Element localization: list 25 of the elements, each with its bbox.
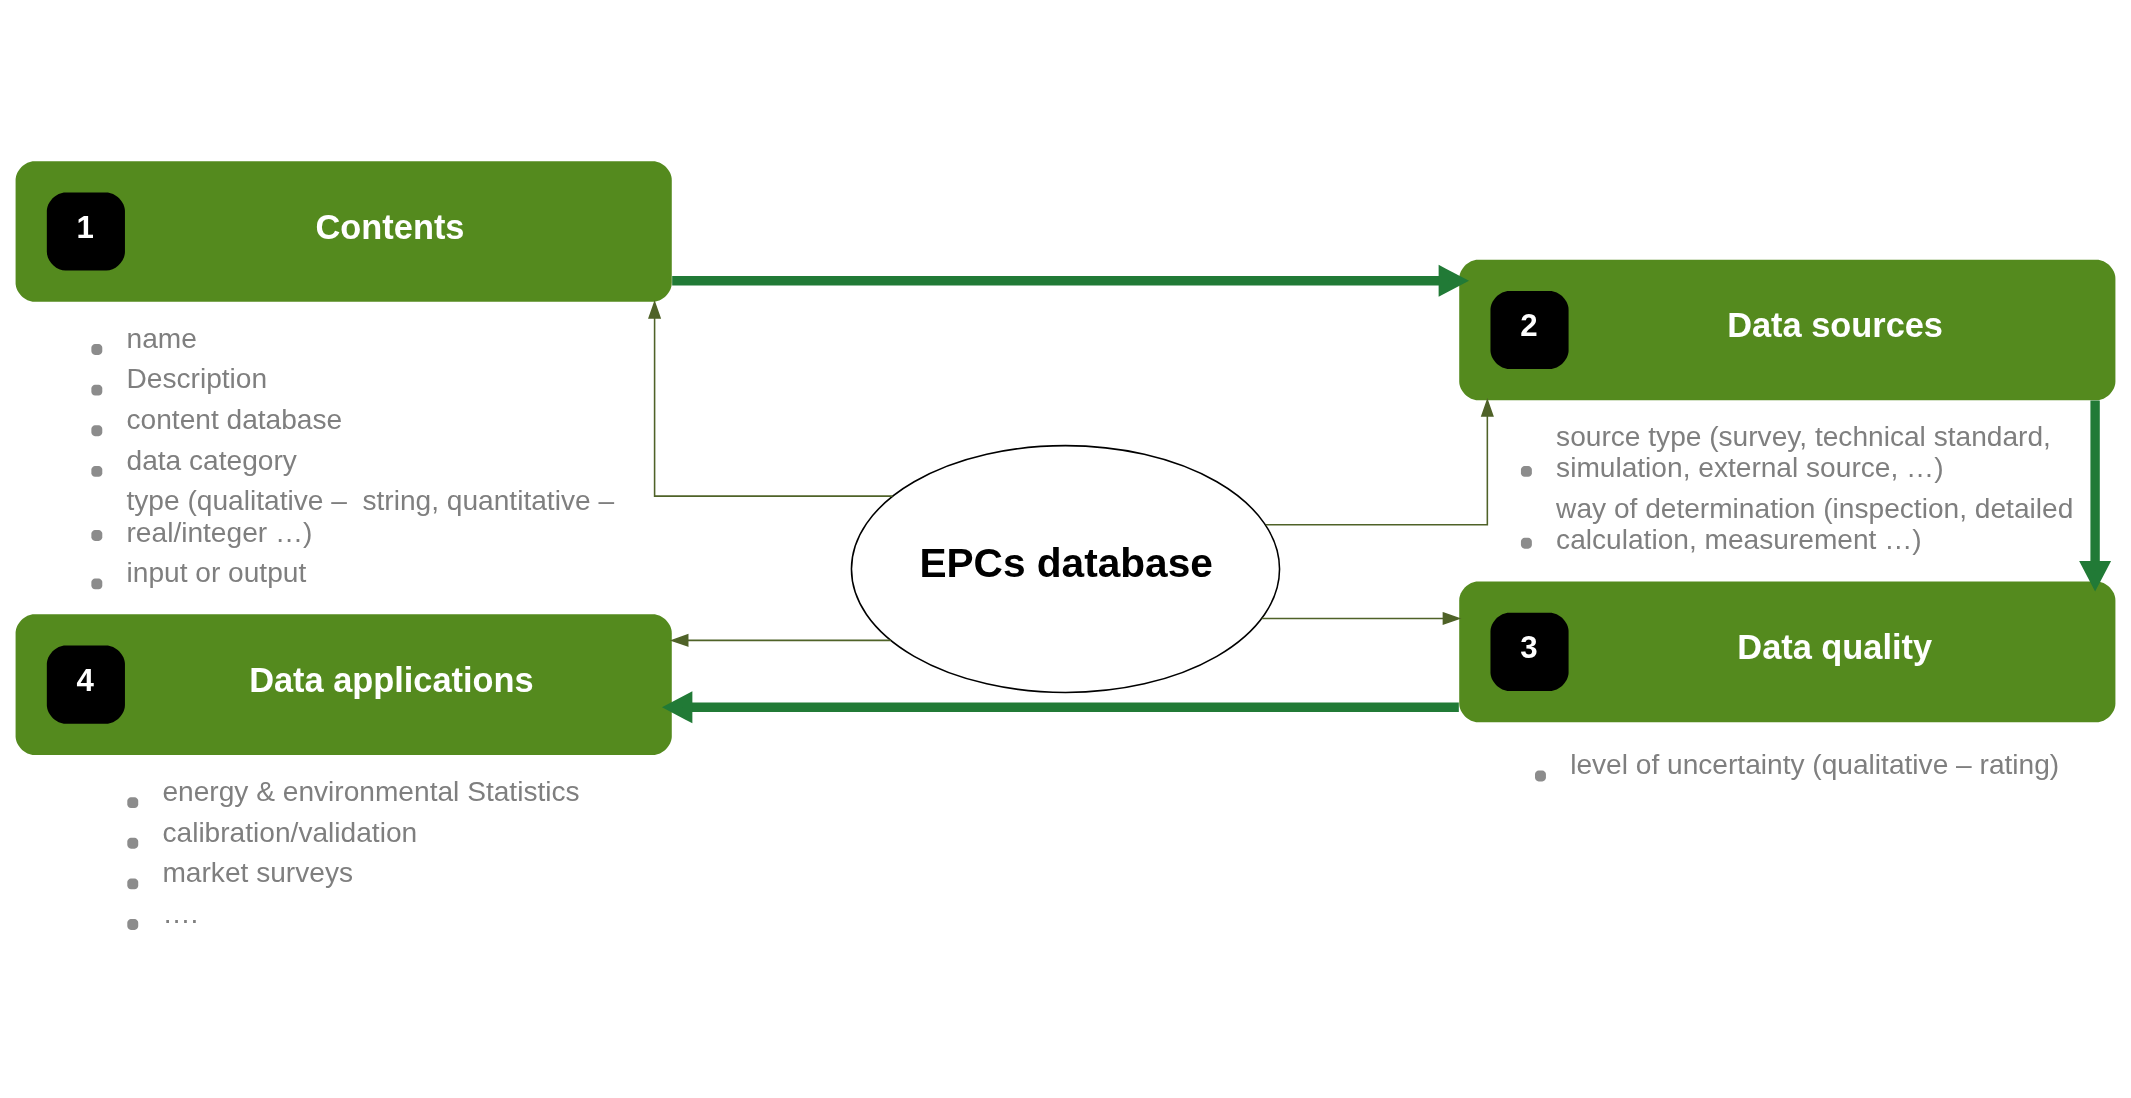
arrow bbox=[669, 633, 892, 647]
arrow bbox=[672, 264, 1470, 297]
node-box: 2 Data sources bbox=[1459, 259, 2116, 400]
node-label: …. bbox=[162, 897, 199, 929]
node-label: data category bbox=[126, 444, 297, 476]
arrow bbox=[1265, 397, 1494, 526]
arrow bbox=[661, 690, 1459, 723]
node-label: source type (survey, technical standard, simulation, external source, …) bbox=[1556, 420, 2051, 483]
node-label: content database bbox=[126, 403, 343, 435]
node-box: 4 Data applications bbox=[15, 613, 672, 755]
node-label: input or output bbox=[126, 556, 307, 588]
node-ellipse: EPCs database bbox=[850, 444, 1281, 693]
node-label: Description bbox=[126, 362, 268, 394]
node-label: name bbox=[126, 322, 197, 354]
node-box: 3 Data quality bbox=[1459, 581, 2116, 722]
node-label: energy & environmental Statistics bbox=[162, 775, 580, 807]
arrow bbox=[648, 299, 894, 497]
node-label: way of determination (inspection, detailed calculation, measurement …) bbox=[1556, 492, 2074, 555]
node-label: calibration/validation bbox=[162, 816, 418, 848]
arrow bbox=[1261, 611, 1462, 625]
arrow bbox=[2079, 400, 2112, 591]
node-label: level of uncertainty (qualitative – rating) bbox=[1570, 748, 2060, 780]
node-label: type (qualitative – string, quantitative – real/integer …) bbox=[126, 484, 615, 548]
node-box: 1 Contents bbox=[15, 160, 672, 302]
node-label: market surveys bbox=[162, 856, 354, 888]
